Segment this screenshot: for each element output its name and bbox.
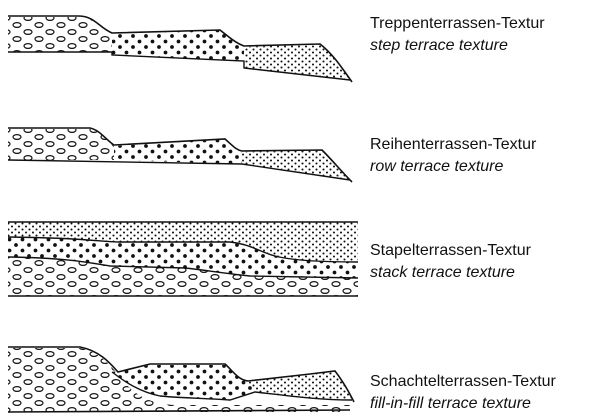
stack-terrace-label: Stapelterrassen-Textur stack terrace tex… [370, 240, 590, 284]
fine-terrace-body [242, 150, 350, 180]
english-term: row terrace texture [370, 156, 590, 178]
step-terrace-profile [8, 16, 352, 82]
english-term: fill-in-fill terrace texture [370, 393, 590, 415]
english-term: stack terrace texture [370, 262, 590, 284]
gravel-terrace-body [8, 129, 114, 160]
german-term: Treppenterrassen-Textur [370, 13, 590, 35]
row-terrace-profile [8, 128, 352, 182]
english-term: step terrace texture [370, 35, 590, 57]
german-term: Schachtelterrassen-Textur [370, 371, 590, 393]
stack-terrace-profile [8, 222, 358, 296]
fill-in-fill-terrace-label: Schachtelterrassen-Textur fill-in-fill t… [370, 371, 590, 415]
fine-terrace-body [248, 372, 352, 400]
coarse-terrace-body [114, 139, 242, 164]
step-terrace-label: Treppenterrassen-Textur step terrace tex… [370, 13, 590, 57]
fill-in-fill-terrace-profile [8, 347, 354, 412]
german-term: Reihenterrassen-Textur [370, 134, 590, 156]
german-term: Stapelterrassen-Textur [370, 240, 590, 262]
row-terrace-label: Reihenterrassen-Textur row terrace textu… [370, 134, 590, 178]
